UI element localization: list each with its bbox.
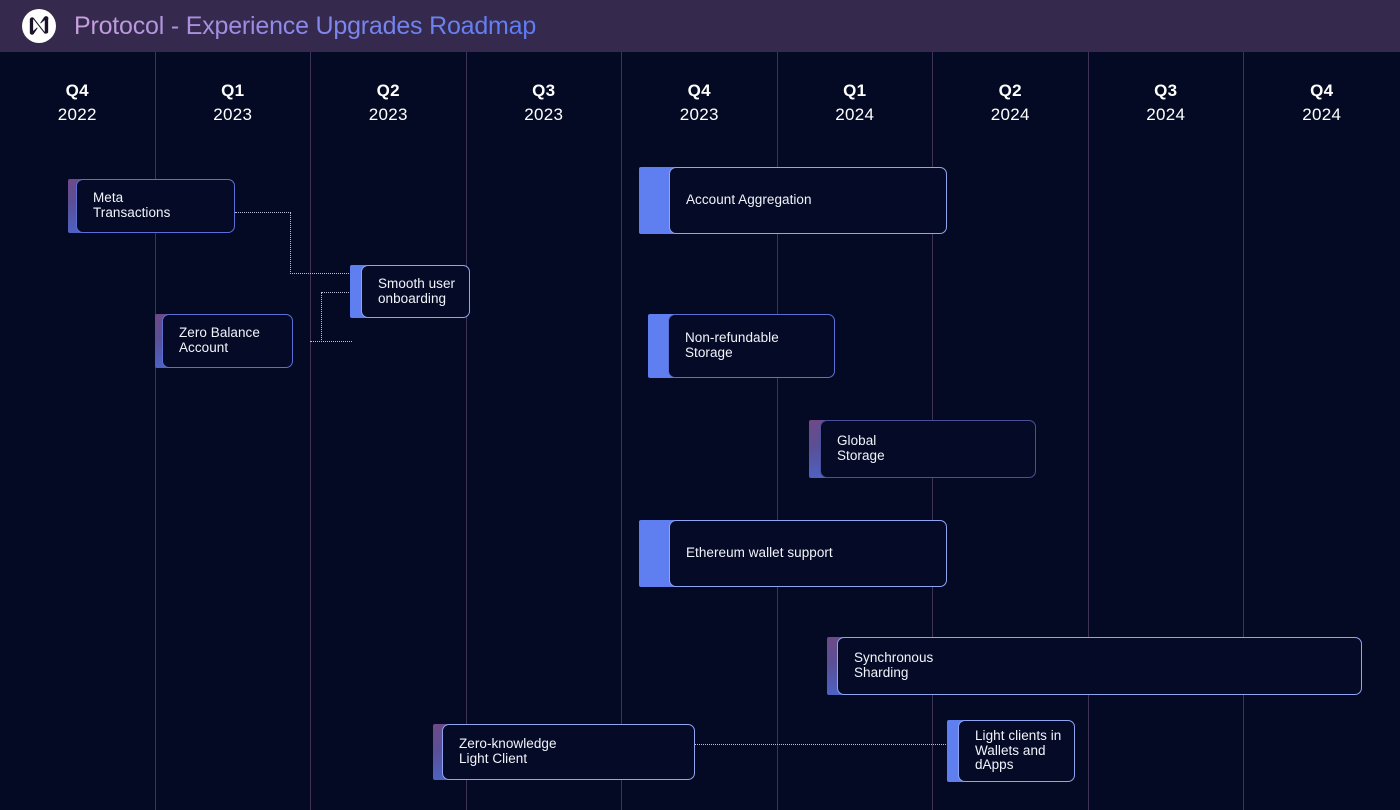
card-title: Account Aggregation <box>686 192 812 208</box>
year-label: 2024 <box>1146 104 1186 124</box>
card-body: Light clients in Wallets and dApps <box>958 720 1075 782</box>
roadmap-card-ethereum-wallet-support[interactable]: Ethereum wallet support <box>639 520 947 587</box>
quarter-label: Q2 <box>376 81 400 100</box>
quarter-column-q4-2024: Q4 2024 <box>1244 52 1400 810</box>
timeline-board: Q4 2022 Q1 2023 Q2 2023 Q3 2023 Q4 2023 Q1 2024 Q2 20… <box>0 52 1400 810</box>
card-title: Global Storage <box>837 433 885 463</box>
quarter-column-header: Q3 2023 <box>467 52 622 128</box>
card-body: Meta Transactions <box>76 179 235 233</box>
quarter-column-q3-2024: Q3 2024 <box>1089 52 1244 810</box>
card-body: Zero-knowledge Light Client <box>442 724 695 780</box>
quarter-label: Q3 <box>1154 81 1178 100</box>
quarter-column-q4-2023: Q4 2023 <box>622 52 778 810</box>
quarter-column-header: Q3 2024 <box>1089 52 1244 128</box>
quarter-label: Q1 <box>221 81 245 100</box>
roadmap-card-meta-transactions[interactable]: Meta Transactions <box>68 179 235 233</box>
year-label: 2024 <box>990 104 1030 124</box>
card-title: Smooth user onboarding <box>378 275 456 306</box>
quarter-column-header: Q1 2023 <box>156 52 311 128</box>
quarter-label: Q3 <box>532 81 556 100</box>
quarter-column-q4-2022: Q4 2022 <box>0 52 156 810</box>
year-label: 2023 <box>213 104 253 124</box>
year-label: 2024 <box>1302 104 1342 124</box>
quarter-column-header: Q2 2023 <box>311 52 466 128</box>
card-body: Non-refundable Storage <box>668 314 835 378</box>
year-label: 2023 <box>524 104 564 124</box>
quarter-column-q1-2023: Q1 2023 <box>156 52 311 810</box>
card-title: Zero Balance Account <box>179 325 260 355</box>
year-label: 2022 <box>57 104 97 124</box>
quarter-column-header: Q4 2022 <box>0 52 155 128</box>
quarter-column-q2-2023: Q2 2023 <box>311 52 467 810</box>
app-header: Protocol - Experience Upgrades Roadmap <box>0 0 1400 52</box>
card-title: Zero-knowledge Light Client <box>459 736 557 766</box>
card-body: Account Aggregation <box>669 167 947 234</box>
quarter-label: Q4 <box>65 81 89 100</box>
quarter-column-header: Q1 2024 <box>778 52 933 128</box>
roadmap-card-zero-knowledge-light-client[interactable]: Zero-knowledge Light Client <box>433 724 695 780</box>
card-body: Ethereum wallet support <box>669 520 947 587</box>
quarter-column-header: Q2 2024 <box>933 52 1088 128</box>
card-title: Light clients in Wallets and dApps <box>975 728 1062 773</box>
quarter-label: Q1 <box>843 81 867 100</box>
quarter-column-header: Q4 2023 <box>622 52 777 128</box>
year-label: 2023 <box>679 104 719 124</box>
roadmap-card-synchronous-sharding[interactable]: Synchronous Sharding <box>827 637 1362 695</box>
card-title: Synchronous Sharding <box>854 650 934 680</box>
page-title: Protocol - Experience Upgrades Roadmap <box>74 11 537 40</box>
roadmap-card-smooth-user-onboarding[interactable]: Smooth user onboarding <box>350 265 470 318</box>
year-label: 2024 <box>835 104 875 124</box>
card-title: Meta Transactions <box>93 190 171 220</box>
card-body: Smooth user onboarding <box>361 265 470 318</box>
card-body: Global Storage <box>820 420 1036 478</box>
roadmap-card-global-storage[interactable]: Global Storage <box>809 420 1036 478</box>
near-protocol-logo-icon <box>22 9 56 43</box>
card-body: Synchronous Sharding <box>837 637 1362 695</box>
roadmap-card-light-clients-wallets-dapps[interactable]: Light clients in Wallets and dApps <box>947 720 1075 782</box>
roadmap-card-zero-balance-account[interactable]: Zero Balance Account <box>155 314 293 368</box>
roadmap-card-account-aggregation[interactable]: Account Aggregation <box>639 167 947 234</box>
quarter-column-header: Q4 2024 <box>1244 52 1400 128</box>
quarter-label: Q4 <box>1310 81 1334 100</box>
quarter-column-q3-2023: Q3 2023 <box>467 52 622 810</box>
card-title: Non-refundable Storage <box>685 330 779 360</box>
quarter-label: Q2 <box>998 81 1022 100</box>
card-title: Ethereum wallet support <box>686 545 833 561</box>
quarter-label: Q4 <box>687 81 711 100</box>
card-body: Zero Balance Account <box>162 314 293 368</box>
roadmap-card-non-refundable-storage[interactable]: Non-refundable Storage <box>648 314 835 378</box>
year-label: 2023 <box>368 104 408 124</box>
